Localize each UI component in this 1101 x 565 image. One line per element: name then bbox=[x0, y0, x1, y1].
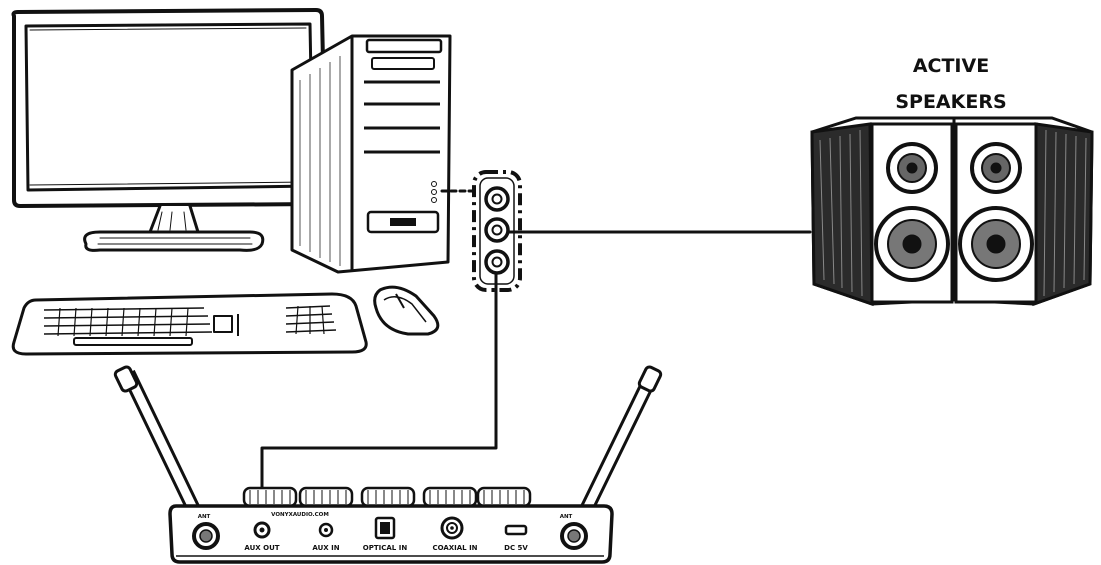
jack-bottom bbox=[484, 249, 510, 275]
speakers-title-line2: SPEAKERS bbox=[895, 91, 1006, 113]
mouse bbox=[373, 285, 440, 336]
jack-top bbox=[484, 186, 510, 212]
jack-to-receiver-cable bbox=[260, 272, 498, 522]
antenna-left-label: ANT bbox=[198, 514, 211, 520]
keyboard bbox=[11, 292, 368, 356]
port-dc-5v: DC 5V bbox=[504, 524, 528, 552]
antenna-right bbox=[568, 365, 663, 539]
port-coaxial-in: COAXIAL IN bbox=[432, 516, 478, 552]
right-speaker bbox=[952, 116, 1094, 307]
left-speaker bbox=[810, 116, 956, 307]
port-optical-in-label: OPTICAL IN bbox=[363, 544, 408, 552]
computer-monitor bbox=[11, 8, 328, 252]
receiver-brand-text: VONYXAUDIO.COM bbox=[271, 512, 329, 518]
port-aux-out-label: AUX OUT bbox=[244, 544, 279, 552]
antenna-left bbox=[113, 365, 212, 539]
wireless-receiver: ANT ANT VONYXAUDIO.COM AUX OUT AUX IN OP… bbox=[113, 365, 663, 564]
antenna-right-label: ANT bbox=[560, 514, 573, 520]
speakers-title-line1: ACTIVE bbox=[913, 55, 989, 77]
cables bbox=[260, 189, 812, 522]
port-aux-out: AUX OUT bbox=[244, 521, 280, 552]
port-coaxial-in-label: COAXIAL IN bbox=[432, 544, 477, 552]
port-aux-in: AUX IN bbox=[312, 522, 340, 552]
port-optical-in: OPTICAL IN bbox=[363, 516, 408, 552]
active-speakers: ACTIVE SPEAKERS bbox=[810, 55, 1094, 307]
pc-tower bbox=[290, 34, 452, 274]
top-knobs bbox=[242, 486, 532, 508]
port-dc-5v-label: DC 5V bbox=[504, 544, 528, 552]
jack-middle bbox=[484, 217, 510, 243]
port-aux-in-label: AUX IN bbox=[312, 544, 339, 552]
